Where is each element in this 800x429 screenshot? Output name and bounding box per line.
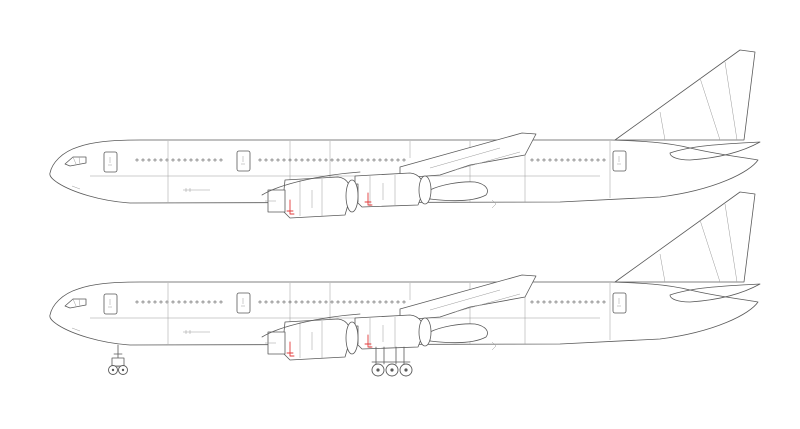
aircraft-silhouette bbox=[49, 49, 761, 219]
nose-landing-gear bbox=[108, 344, 128, 375]
aircraft-profile-gear-up bbox=[49, 49, 761, 219]
aircraft-silhouette bbox=[49, 191, 761, 361]
main-landing-gear bbox=[371, 346, 413, 377]
aircraft-profile-gear-down bbox=[49, 191, 761, 377]
